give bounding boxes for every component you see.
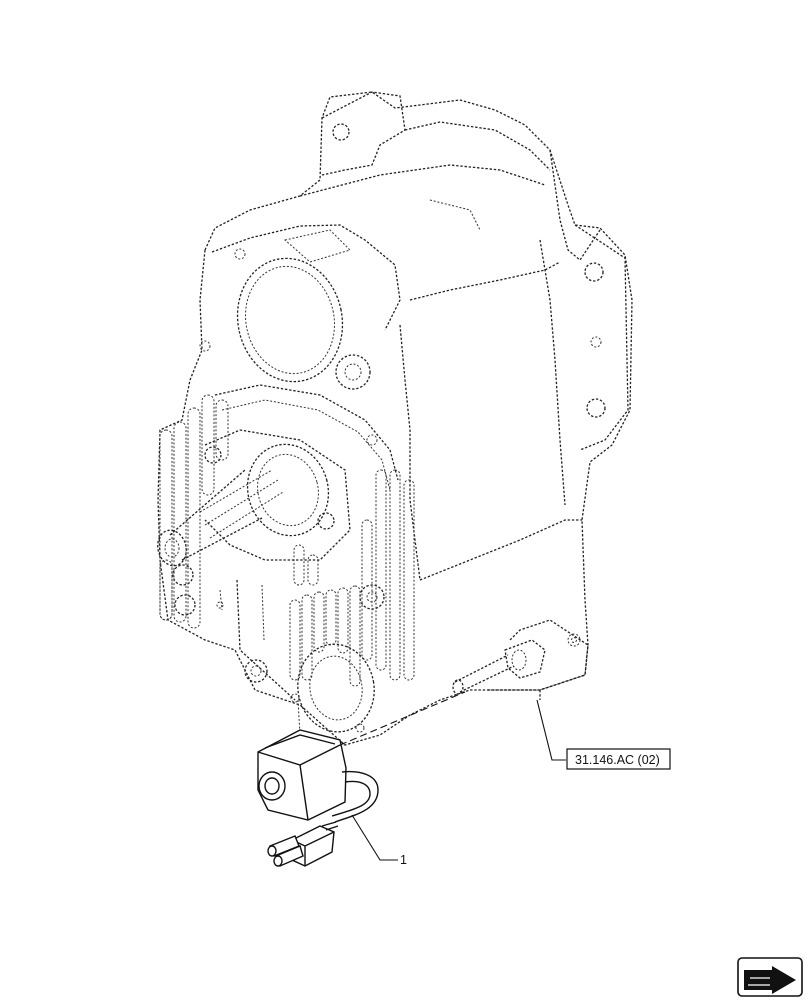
reference-callout[interactable]: 31.146.AC (02): [566, 748, 671, 770]
cooling-fins-left: [159, 394, 229, 629]
solenoid-valve: [257, 729, 379, 867]
item-number-label[interactable]: 1: [400, 853, 407, 867]
reference-callout-box: [566, 748, 671, 770]
transmission-housing-ghost: [157, 91, 633, 746]
leader-lines: [339, 691, 566, 861]
output-shaft-ghost: [157, 443, 330, 567]
reference-label[interactable]: 31.146.AC (02): [575, 753, 660, 767]
cooling-fins-lower: [289, 469, 415, 687]
next-page-arrow-icon[interactable]: [737, 957, 803, 997]
